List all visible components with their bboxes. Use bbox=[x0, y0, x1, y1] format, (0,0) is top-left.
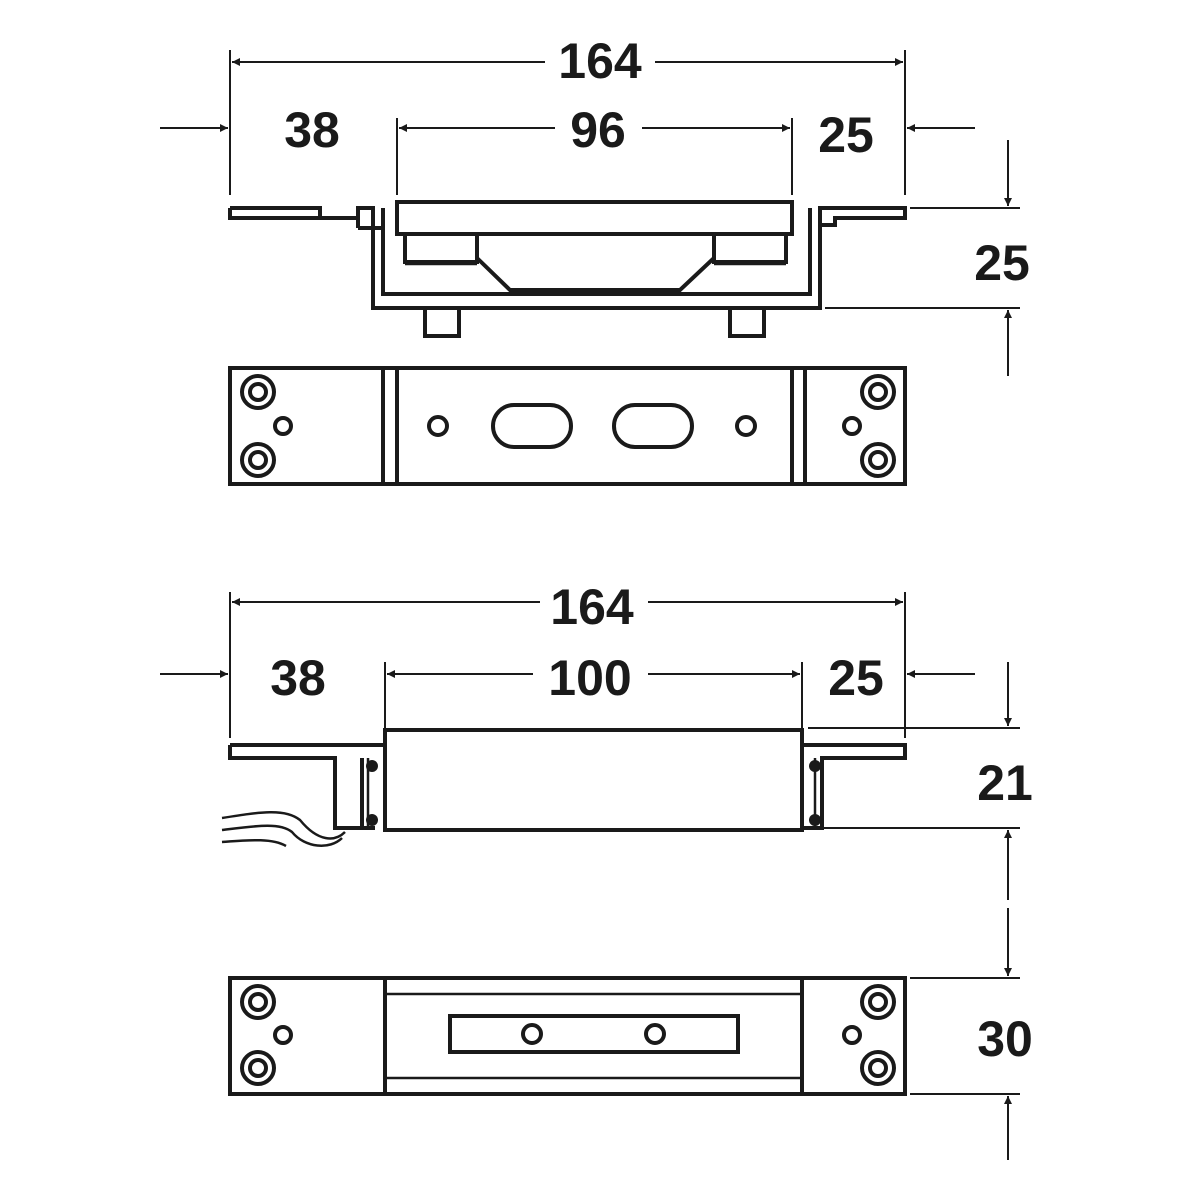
bottom-dim-right-offset: 25 bbox=[828, 650, 975, 706]
bottom-dim-height: 21 bbox=[977, 662, 1033, 900]
top-product-views: 164 38 96 25 25 bbox=[160, 33, 1030, 486]
bottom-plan-view bbox=[228, 976, 907, 1096]
top-dim-center-length: 96 bbox=[399, 102, 790, 158]
bottom-dim-height-label: 21 bbox=[977, 755, 1033, 811]
top-dim-96-label: 96 bbox=[570, 102, 626, 158]
top-dim-overall-length: 164 bbox=[232, 33, 903, 89]
bottom-dim-164-label: 164 bbox=[550, 579, 634, 635]
top-dim-38-label: 38 bbox=[284, 102, 340, 158]
bottom-dim-100-label: 100 bbox=[548, 650, 631, 706]
bottom-side-view bbox=[221, 728, 907, 848]
bottom-product-views: 164 38 100 25 21 30 bbox=[160, 579, 1033, 1160]
top-plan-view bbox=[228, 366, 907, 486]
top-dim-height-label: 25 bbox=[974, 235, 1030, 291]
bottom-dim-overall-length: 164 bbox=[232, 579, 903, 635]
top-dim-164-label: 164 bbox=[558, 33, 642, 89]
top-dim-right-offset: 25 bbox=[818, 107, 975, 163]
bottom-dim-center-length: 100 bbox=[387, 650, 800, 706]
bottom-dim-left-offset: 38 bbox=[160, 650, 326, 706]
top-dim-left-offset: 38 bbox=[160, 102, 340, 158]
bottom-dim-width-label: 30 bbox=[977, 1011, 1033, 1067]
bottom-dim-width: 30 bbox=[977, 908, 1033, 1160]
top-dim-25-label: 25 bbox=[818, 107, 874, 163]
bottom-dim-38-label: 38 bbox=[270, 650, 326, 706]
bottom-dim-25-label: 25 bbox=[828, 650, 884, 706]
top-dim-height: 25 bbox=[974, 140, 1030, 376]
top-side-view bbox=[228, 200, 907, 338]
